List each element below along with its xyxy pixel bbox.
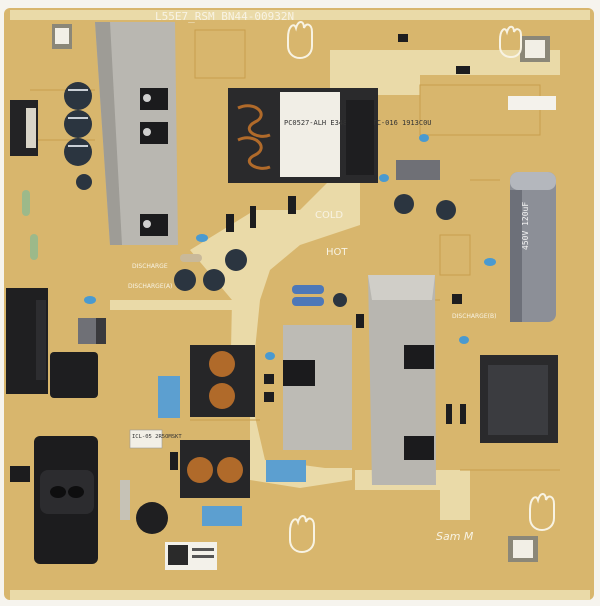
cold-label: COLD xyxy=(315,210,343,221)
heatsink-middle xyxy=(283,325,352,450)
heatsink-primary xyxy=(95,22,178,245)
small-components xyxy=(78,34,470,520)
hazard-hand-icons xyxy=(287,21,555,554)
heatsink-secondary xyxy=(368,275,436,485)
qr-label xyxy=(165,542,217,570)
bulk-capacitor: 450V 120uF xyxy=(510,172,556,322)
brand-mark: Sam M xyxy=(436,530,474,543)
discharge-label-2: DISCHARGE(A) xyxy=(128,283,172,290)
hot-label: HOT xyxy=(326,247,348,258)
discharge-label-3: DISCHARGE(B) xyxy=(452,313,496,320)
film-capacitors xyxy=(158,376,306,526)
ntc-fuse: ICL-05 2R5OMSKT xyxy=(129,429,182,534)
chokes xyxy=(180,345,255,498)
board-id-label: L55E7_RSM BN44-00932N xyxy=(155,10,294,23)
left-connector xyxy=(6,100,48,394)
capacitor-label: 450V 120uF xyxy=(521,202,530,250)
discharge-label-1: DISCHARGE xyxy=(132,263,168,270)
inductor-left xyxy=(50,352,98,398)
main-transformer: PC0527-ALH E34830 TO TC-016 1913C0U xyxy=(228,88,432,183)
mounting-clips xyxy=(52,24,550,562)
ac-inlet xyxy=(10,436,98,564)
resistors xyxy=(22,190,324,306)
barcode-sticker xyxy=(508,96,556,110)
ceramic-capacitors xyxy=(84,134,496,360)
electrolytic-capacitors-left xyxy=(64,82,456,307)
output-transformer xyxy=(480,355,558,443)
fuse-label: ICL-05 2R5OMSKT xyxy=(132,434,182,440)
